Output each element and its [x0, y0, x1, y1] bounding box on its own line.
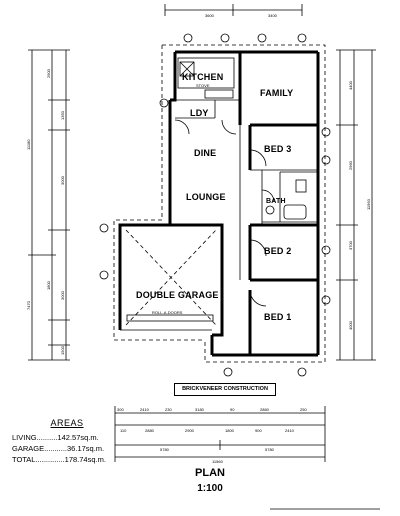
bath-fixtures — [265, 179, 307, 220]
svg-text:1350: 1350 — [60, 110, 65, 120]
room-double-garage: DOUBLE GARAGE — [136, 290, 219, 300]
svg-text:7470: 7470 — [26, 300, 31, 310]
svg-text:1800: 1800 — [225, 428, 235, 433]
svg-text:4000: 4000 — [348, 320, 353, 330]
door-swings — [174, 119, 275, 307]
svg-text:2410: 2410 — [140, 407, 150, 412]
bottom-dimension-lines: 300 2410 230 3180 90 2860 250 110 2880 2… — [114, 406, 326, 464]
svg-text:5780: 5780 — [265, 447, 275, 452]
svg-text:2410: 2410 — [285, 428, 295, 433]
right-dimension-lines: 4400 2960 3700 4000 11560 — [336, 49, 376, 361]
internal-walls — [175, 52, 318, 355]
plan-scale: 1:100 — [197, 483, 223, 494]
top-dim-1: 3600 — [205, 13, 215, 18]
garage-details: ROLL-A-DOORS — [125, 229, 217, 326]
top-dimension-line: 3600 3400 — [164, 4, 303, 18]
svg-text:2860: 2860 — [260, 407, 270, 412]
left-outer-dim: 11180 — [26, 139, 31, 150]
toilet-icon — [295, 179, 307, 193]
area-garage: GARAGE...........36.17sq.m. — [12, 444, 105, 453]
svg-text:230: 230 — [165, 407, 172, 412]
right-outer-dim: 11560 — [366, 198, 371, 210]
room-laundry: LDY — [190, 108, 209, 118]
svg-text:300: 300 — [117, 407, 124, 412]
house-outline — [113, 44, 326, 363]
svg-text:250: 250 — [300, 407, 307, 412]
room-bed-3: BED 3 — [264, 144, 292, 154]
top-dim-2: 3400 — [268, 13, 278, 18]
bathtub-icon — [283, 204, 307, 220]
svg-text:2960: 2960 — [348, 160, 353, 170]
room-bed-2: BED 2 — [264, 246, 292, 256]
areas-title: AREAS — [50, 418, 84, 428]
svg-text:1500: 1500 — [60, 345, 65, 355]
room-bath: BATH — [266, 198, 286, 205]
svg-text:3180: 3180 — [195, 407, 205, 412]
room-family: FAMILY — [260, 88, 293, 98]
room-kitchen: KITCHEN — [182, 72, 223, 82]
kitchen-fixtures: STOVE — [177, 57, 235, 99]
room-lounge: LOUNGE — [186, 192, 226, 202]
svg-text:110: 110 — [120, 428, 127, 433]
areas-table: AREAS LIVING..........142.57sq.m. GARAGE… — [12, 418, 122, 465]
svg-text:5780: 5780 — [160, 447, 170, 452]
svg-text:2900: 2900 — [185, 428, 195, 433]
plan-title: PLAN — [195, 467, 225, 479]
svg-text:3000: 3000 — [60, 290, 65, 300]
svg-text:2900: 2900 — [46, 68, 51, 78]
svg-text:900: 900 — [255, 428, 262, 433]
svg-text:90: 90 — [230, 407, 235, 412]
stove-label: STOVE — [196, 83, 210, 88]
grid-markers — [99, 33, 331, 377]
bottom-total-dim: 11560 — [212, 459, 224, 464]
room-dine: DINE — [194, 148, 216, 158]
stove-icon — [179, 61, 195, 77]
svg-text:4400: 4400 — [348, 80, 353, 90]
basin-icon — [265, 205, 275, 215]
construction-label: BRICKVENEER CONSTRUCTION — [174, 383, 276, 396]
svg-text:3000: 3000 — [60, 175, 65, 185]
left-dimension-lines: 11180 2900 1350 3000 7470 1800 3000 1500 — [26, 49, 70, 361]
svg-text:1800: 1800 — [46, 280, 51, 290]
svg-text:3700: 3700 — [348, 240, 353, 250]
room-bed-1: BED 1 — [264, 312, 292, 322]
roller-door-label: ROLL-A-DOORS — [152, 310, 183, 315]
area-living: LIVING..........142.57sq.m. — [12, 433, 99, 442]
room-labels: KITCHEN FAMILY LDY BED 3 DINE BATH LOUNG… — [136, 72, 293, 322]
svg-text:2880: 2880 — [145, 428, 155, 433]
area-total: TOTAL..............178.74sq.m. — [12, 455, 106, 464]
